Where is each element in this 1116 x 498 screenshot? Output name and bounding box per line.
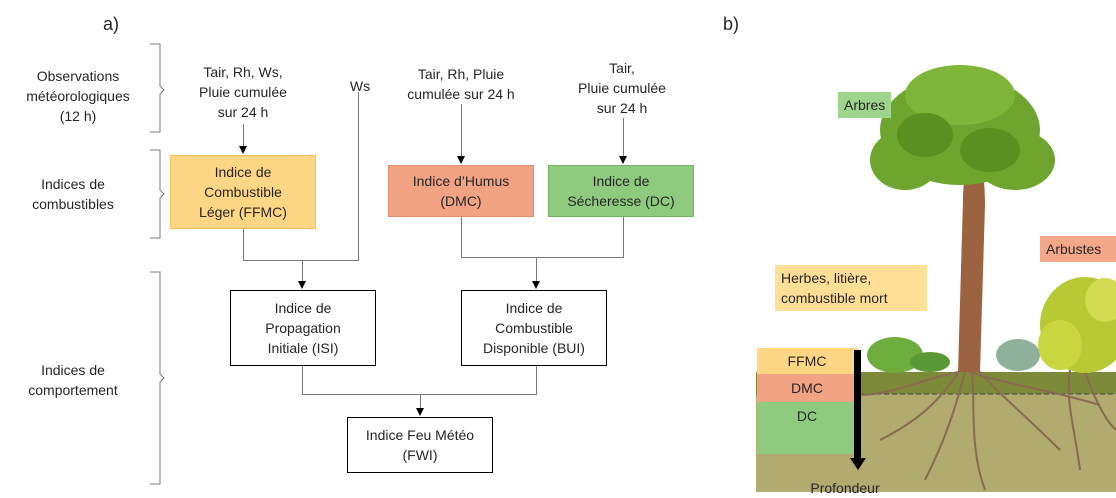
dmc-box: Indice d’Humus (DMC) [388,165,534,217]
input-dc: Tair, Pluie cumulée sur 24 h [562,58,682,118]
input-line: cumulée sur 24 h [407,86,515,102]
arrow-head [619,156,627,164]
box-line: Indice de [214,164,272,180]
category-fuel-indices: Indices de combustibles [8,174,138,214]
box-line: Indice de [592,173,650,189]
layer-label: DC [796,408,818,424]
bui-box: Indice de Combustible Disponible (BUI) [461,290,607,366]
tree-trunk [958,150,985,372]
box-line: (FWI) [402,447,438,463]
box-line: Léger (FFMC) [199,204,287,220]
tag-trees: Arbres [838,92,892,118]
connector-line [623,118,624,158]
cat-line: (12 h) [59,108,97,124]
arrow-head [298,281,306,289]
depth-arrow-head [850,458,866,470]
box-line: Indice d’Humus [412,173,510,189]
connector-line [461,104,462,158]
box-line: Disponible (BUI) [483,340,585,356]
cat-line: Indices de [41,176,105,192]
arrow-head [416,408,424,416]
category-observations: Observations météorologiques (12 h) [8,66,148,126]
arrow-head [532,281,540,289]
layer-dmc: DMC [757,374,857,402]
input-dmc: Tair, Rh, Pluie cumulée sur 24 h [396,64,526,104]
cat-line: Indices de [41,362,105,378]
input-line: Tair, Rh, Ws, [203,64,283,80]
input-line: sur 24 h [596,100,648,116]
connector-line [243,229,244,260]
isi-box: Indice de Propagation Initiale (ISI) [230,290,376,366]
depth-label: Profondeur [810,480,880,496]
input-line: Ws [349,78,371,94]
connector-line [243,124,244,148]
input-line: Pluie cumulée [199,84,287,100]
box-line: Indice Feu Météo [365,427,475,443]
ground-plants [867,337,1040,373]
box-line: Indice de [505,300,563,316]
box-line: Sécheresse (DC) [567,193,675,209]
fwi-box: Indice Feu Météo (FWI) [347,417,493,473]
box-line: Combustible [204,184,282,200]
connector-line [461,217,462,257]
cat-line: Observations [36,68,120,84]
input-ffmc: Tair, Rh, Ws, Pluie cumulée sur 24 h [183,62,303,122]
tag-line: Herbes, litière, [781,270,872,286]
box-line: Indice de [274,300,332,316]
connector-line [302,366,303,394]
box-line: Initiale (ISI) [267,340,339,356]
connector-line [243,260,359,261]
tag-shrubs: Arbustes [1040,236,1116,262]
category-behaviour-indices: Indices de comportement [8,360,138,400]
input-line: Tair, Rh, Pluie [417,66,505,82]
connector-line [302,394,537,395]
cat-line: comportement [28,382,118,398]
connector-line [461,257,624,258]
connector-line [302,260,303,282]
cat-line: combustibles [32,196,114,212]
panel-b-label: b) [723,14,740,34]
panel-a-label: a) [103,14,120,34]
layer-label: FFMC [787,353,827,369]
connector-line [358,92,359,260]
input-line: Pluie cumulée [578,80,666,96]
cat-line: météorologiques [26,88,130,104]
box-line: Propagation [265,320,341,336]
input-line: sur 24 h [217,104,269,120]
layer-ffmc: FFMC [757,348,857,374]
layer-label: DMC [791,380,823,396]
tag-line: combustible mort [781,290,888,306]
depth-arrow-shaft [854,350,861,460]
arrow-head [457,156,465,164]
box-line: (DMC) [440,193,482,209]
tree-canopy [870,65,1055,190]
connector-line [536,366,537,394]
connector-line [420,394,421,410]
roots [859,369,1116,491]
arrow-head [239,146,247,154]
dc-box: Indice de Sécheresse (DC) [548,165,694,217]
input-line: Tair, [609,60,635,76]
connector-line [623,217,624,257]
box-line: Combustible [495,320,573,336]
input-ws: Ws [340,76,380,96]
layer-dc: DC [757,402,857,454]
ffmc-box: Indice de Combustible Léger (FFMC) [170,155,316,229]
connector-line [536,257,537,282]
tag-herbs: Herbes, litière, combustible mort [775,265,927,311]
shrub [1038,277,1116,373]
